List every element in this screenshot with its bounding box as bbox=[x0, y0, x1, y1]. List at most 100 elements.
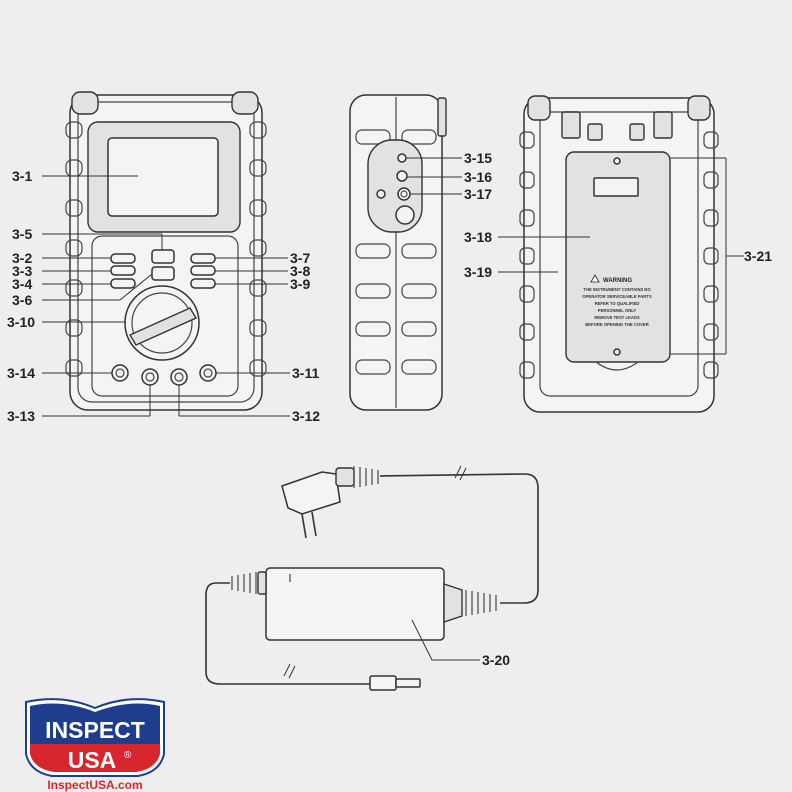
cover-screw-top[interactable] bbox=[613, 157, 621, 165]
adapter-ac-inlet bbox=[443, 583, 463, 623]
dc-cord bbox=[205, 582, 370, 685]
button-3-7[interactable] bbox=[190, 253, 216, 264]
warning-title: WARNING bbox=[603, 278, 632, 284]
side-strap-clip bbox=[437, 97, 447, 137]
dc-plug-tip bbox=[395, 678, 421, 688]
ac-cord-break bbox=[454, 465, 467, 481]
dc-plug-body bbox=[369, 675, 397, 691]
front-view bbox=[65, 91, 267, 411]
back-corner-pad-tr bbox=[687, 95, 711, 121]
power-adapter bbox=[205, 465, 539, 691]
dc-strain-relief bbox=[231, 571, 267, 595]
cover-notch bbox=[595, 361, 639, 371]
warning-line: PERSONNEL ONLY bbox=[598, 308, 637, 313]
front-corner-pad-tl bbox=[71, 91, 99, 115]
button-3-6[interactable] bbox=[151, 266, 175, 281]
side-grip-slots bbox=[355, 129, 437, 375]
callout-3-19: 3-19 bbox=[464, 264, 492, 280]
warning-line: BEFORE OPENING THE COVER bbox=[585, 322, 649, 327]
back-hinges bbox=[561, 111, 673, 141]
back-corner-pad-tl bbox=[527, 95, 551, 121]
callout-3-8: 3-8 bbox=[290, 263, 310, 279]
plug-pin-1 bbox=[301, 513, 307, 539]
warning-line: REFER TO QUALIFIED bbox=[595, 301, 640, 306]
callout-3-2: 3-2 bbox=[12, 250, 32, 266]
side-view bbox=[349, 94, 447, 411]
callout-3-12: 3-12 bbox=[292, 408, 320, 424]
plug-pin-2 bbox=[311, 511, 317, 537]
ac-cord bbox=[379, 473, 539, 604]
front-panel bbox=[91, 235, 239, 397]
warning-triangle-icon bbox=[590, 274, 600, 283]
plug-strain-relief bbox=[335, 467, 355, 487]
cover-label-window bbox=[593, 177, 639, 197]
terminal-3-12[interactable] bbox=[170, 368, 188, 386]
callout-3-20: 3-20 bbox=[482, 652, 510, 668]
jack-3-17[interactable] bbox=[397, 187, 411, 201]
rotary-switch-inner bbox=[131, 292, 193, 354]
callout-3-6: 3-6 bbox=[12, 292, 32, 308]
button-3-8[interactable] bbox=[190, 265, 216, 276]
callout-3-7: 3-7 bbox=[290, 250, 310, 266]
plug-ridges bbox=[353, 466, 379, 488]
jack-3-15[interactable] bbox=[397, 153, 407, 163]
button-3-3[interactable] bbox=[110, 265, 136, 276]
callout-3-13: 3-13 bbox=[7, 408, 35, 424]
side-leaders bbox=[406, 157, 462, 195]
lcd-display bbox=[107, 137, 219, 217]
terminal-3-11[interactable] bbox=[199, 364, 217, 382]
wall-plug bbox=[281, 471, 341, 515]
back-leaders bbox=[498, 157, 744, 355]
adapter-inlet-ridges bbox=[465, 590, 497, 616]
front-left-grips bbox=[65, 121, 83, 377]
back-holster-inner bbox=[539, 111, 699, 397]
back-view: WARNING THE INSTRUMENT CONTAINS NO OPERA… bbox=[519, 95, 719, 413]
callout-3-10: 3-10 bbox=[7, 314, 35, 330]
front-corner-pad-tr bbox=[231, 91, 259, 115]
terminal-3-13[interactable] bbox=[141, 368, 159, 386]
logo-registered-mark: ® bbox=[124, 750, 132, 761]
logo-url-text: InspectUSA.com bbox=[47, 778, 142, 792]
back-grips bbox=[519, 131, 719, 379]
adapter-leader bbox=[411, 619, 480, 661]
inspectusa-logo: INSPECT USA ® InspectUSA.com bbox=[25, 698, 165, 792]
warning-line: OPERATOR SERVICEABLE PARTS bbox=[582, 294, 651, 299]
callout-3-9: 3-9 bbox=[290, 276, 310, 292]
button-3-2[interactable] bbox=[110, 253, 136, 264]
side-jack-small[interactable] bbox=[376, 189, 386, 199]
callout-3-15: 3-15 bbox=[464, 150, 492, 166]
logo-inspect-text: INSPECT bbox=[45, 717, 145, 743]
callout-3-21: 3-21 bbox=[744, 248, 772, 264]
warning-line: THE INSTRUMENT CONTAINS NO bbox=[583, 287, 651, 292]
front-holster-inner bbox=[77, 101, 255, 403]
logo-shield-bottom bbox=[30, 744, 160, 772]
warning-label: WARNING THE INSTRUMENT CONTAINS NO OPERA… bbox=[582, 274, 652, 327]
callout-3-14: 3-14 bbox=[7, 365, 35, 381]
callout-3-11: 3-11 bbox=[292, 365, 319, 381]
jack-3-16[interactable] bbox=[396, 170, 408, 182]
front-right-grips bbox=[249, 121, 267, 377]
callout-3-5: 3-5 bbox=[12, 226, 32, 242]
callout-3-3: 3-3 bbox=[12, 263, 32, 279]
warning-line: REMOVE TEST LEADS bbox=[594, 315, 640, 320]
callout-3-18: 3-18 bbox=[464, 229, 492, 245]
callout-3-4: 3-4 bbox=[12, 276, 32, 292]
adapter-body bbox=[265, 567, 445, 641]
dc-cord-break bbox=[283, 663, 296, 679]
logo-usa-text: USA bbox=[68, 747, 117, 773]
rotary-switch-knob[interactable] bbox=[128, 307, 198, 346]
button-3-9[interactable] bbox=[190, 278, 216, 289]
logo-shield-top bbox=[30, 703, 160, 744]
front-leaders bbox=[42, 175, 290, 417]
button-3-4[interactable] bbox=[110, 278, 136, 289]
power-jack[interactable] bbox=[395, 205, 415, 225]
terminal-3-14[interactable] bbox=[111, 364, 129, 382]
callout-3-16: 3-16 bbox=[464, 169, 492, 185]
callout-3-1: 3-1 bbox=[12, 168, 32, 184]
battery-cover[interactable] bbox=[565, 151, 671, 363]
cover-screw-bottom[interactable] bbox=[613, 348, 621, 356]
button-3-5[interactable] bbox=[151, 249, 175, 264]
callout-3-17: 3-17 bbox=[464, 186, 492, 202]
